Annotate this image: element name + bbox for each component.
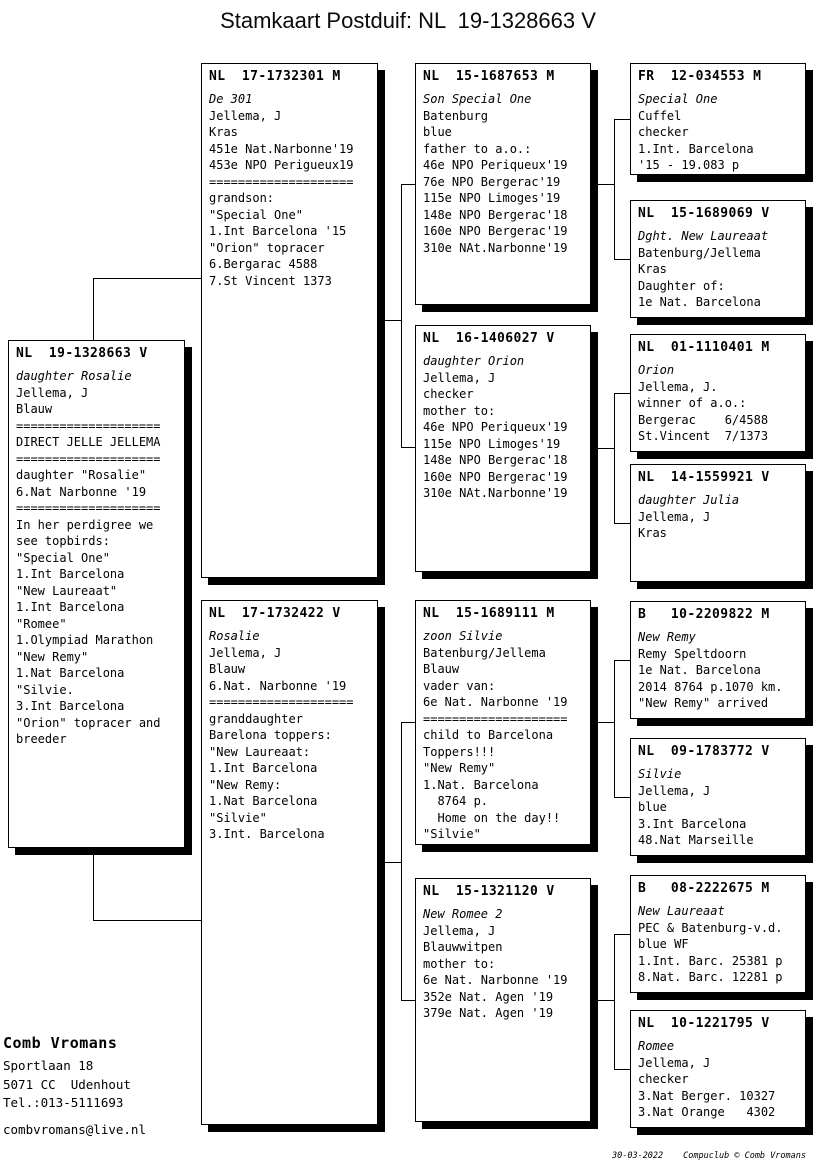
ring-number: NL 19-1328663 V (16, 346, 148, 361)
pedigree-box-dam-dam-dam: NL 10-1221795 V Romee Jellema, J checker… (630, 1010, 806, 1128)
pedigree-connector-line (614, 797, 630, 798)
pedigree-connector-line (93, 278, 201, 279)
bird-details: Jellema, J Blauwwitpen mother to: 6e Nat… (423, 923, 568, 1021)
footer-software-credit: Compuclub © Comb Vromans (683, 1151, 806, 1161)
pedigree-connector-line (591, 722, 614, 723)
bird-name: daughter Rosalie (16, 369, 132, 383)
bird-name: Son Special One (423, 92, 532, 106)
bird-name: Silvie (638, 767, 682, 781)
ring-number: NL 17-1732301 M (209, 69, 341, 84)
bird-name: New Remy (638, 630, 696, 644)
pedigree-box-dam-sire: NL 15-1689111 M zoon Silvie Batenburg/Je… (415, 600, 591, 845)
bird-details: Batenburg/Jellema Kras Daughter of: 1e N… (638, 245, 761, 310)
footer-credit-line: 30-03-2022 Compuclub © Comb Vromans (592, 1141, 806, 1171)
pedigree-box-sire-sire-dam: NL 15-1689069 V Dght. New Laureaat Baten… (630, 200, 806, 318)
pedigree-box-sire-dam: NL 16-1406027 V daughter Orion Jellema, … (415, 325, 591, 572)
ring-number: NL 09-1783772 V (638, 744, 770, 759)
pedigree-connector-line (614, 393, 630, 394)
bird-details: Jellema, J Kras 451e Nat.Narbonne'19 453… (209, 108, 354, 288)
bird-details: Jellema, J. winner of a.o.: Bergerac 6/4… (638, 379, 769, 444)
bird-details: Remy Speltdoorn 1e Nat. Barcelona 2014 8… (638, 646, 783, 711)
pedigree-connector-line (93, 848, 94, 920)
pedigree-connector-line (614, 934, 615, 1069)
pedigree-connector-line (591, 448, 614, 449)
page-title: Stamkaart Postduif: NL 19-1328663 V (220, 8, 596, 33)
bird-name: Special One (638, 92, 718, 106)
pedigree-connector-line (93, 278, 94, 340)
pedigree-connector-line (401, 184, 402, 448)
pedigree-box-dam-sire-sire: B 10-2209822 M New Remy Remy Speltdoorn … (630, 601, 806, 719)
pedigree-connector-line (591, 1000, 614, 1001)
pedigree-connector-line (614, 1069, 630, 1070)
bird-details: Jellema, J blue 3.Int Barcelona 48.Nat M… (638, 783, 754, 848)
bird-name: daughter Orion (423, 354, 525, 368)
owner-name: Comb Vromans (3, 1034, 118, 1052)
pedigree-connector-line (401, 722, 402, 1000)
ring-number: B 10-2209822 M (638, 607, 770, 622)
bird-name: zoon Silvie (423, 629, 503, 643)
ring-number: NL 17-1732422 V (209, 606, 341, 621)
pedigree-connector-line (614, 119, 630, 120)
bird-details: Batenburg blue father to a.o.: 46e NPO P… (423, 108, 568, 255)
pedigree-connector-line (614, 934, 630, 935)
bird-details: Cuffel checker 1.Int. Barcelona '15 - 19… (638, 108, 754, 173)
pedigree-connector-line (401, 447, 415, 448)
pedigree-connector-line (378, 862, 401, 863)
ring-number: NL 15-1689111 M (423, 606, 555, 621)
owner-address: Sportlaan 18 5071 CC Udenhout Tel.:013-5… (3, 1058, 131, 1110)
bird-name: De 301 (209, 92, 253, 106)
bird-name: New Romee 2 (423, 907, 503, 921)
pedigree-box-dam: NL 17-1732422 V Rosalie Jellema, J Blauw… (201, 600, 378, 1125)
pedigree-box-dam-dam-sire: B 08-2222675 M New Laureaat PEC & Batenb… (630, 875, 806, 993)
footer-date: 30-03-2022 (611, 1151, 664, 1161)
bird-details: Jellema, J Kras (638, 509, 711, 541)
pedigree-connector-line (614, 259, 630, 260)
bird-details: Jellema, J Blauw 6.Nat. Narbonne '19 ===… (209, 645, 354, 842)
ring-number: NL 15-1687653 M (423, 69, 555, 84)
pedigree-connector-line (401, 1000, 415, 1001)
ring-number: NL 15-1689069 V (638, 206, 770, 221)
pedigree-box-sire-dam-sire: NL 01-1110401 M Orion Jellema, J. winner… (630, 334, 806, 452)
bird-name: Dght. New Laureaat (638, 229, 769, 243)
pedigree-box-dam-dam: NL 15-1321120 V New Romee 2 Jellema, J B… (415, 878, 591, 1122)
bird-name: Rosalie (209, 629, 260, 643)
ring-number: NL 01-1110401 M (638, 340, 770, 355)
pedigree-connector-line (614, 660, 630, 661)
pedigree-connector-line (401, 184, 415, 185)
bird-name: Orion (638, 363, 675, 377)
pedigree-connector-line (614, 660, 615, 797)
ring-number: NL 15-1321120 V (423, 884, 555, 899)
bird-details: Jellema, J Blauw ==================== DI… (16, 385, 161, 747)
ring-number: B 08-2222675 M (638, 881, 770, 896)
pedigree-connector-line (93, 920, 201, 921)
pedigree-connector-line (614, 119, 615, 259)
bird-details: Batenburg/Jellema Blauw vader van: 6e Na… (423, 645, 568, 842)
bird-name: New Laureaat (638, 904, 725, 918)
pedigree-connector-line (401, 722, 415, 723)
ring-number: NL 14-1559921 V (638, 470, 770, 485)
pedigree-box-sire-sire: NL 15-1687653 M Son Special One Batenbur… (415, 63, 591, 305)
ring-number: NL 10-1221795 V (638, 1016, 770, 1031)
pedigree-box-subject: NL 19-1328663 V daughter Rosalie Jellema… (8, 340, 185, 848)
bird-details: Jellema, J checker 3.Nat Berger. 10327 3… (638, 1055, 776, 1120)
bird-details: PEC & Batenburg-v.d. blue WF 1.Int. Barc… (638, 920, 783, 985)
bird-name: daughter Julia (638, 493, 740, 507)
owner-email: combvromans@live.nl (3, 1122, 146, 1137)
pedigree-box-sire-dam-dam: NL 14-1559921 V daughter Julia Jellema, … (630, 464, 806, 582)
pedigree-box-sire: NL 17-1732301 M De 301 Jellema, J Kras 4… (201, 63, 378, 578)
pedigree-box-dam-sire-dam: NL 09-1783772 V Silvie Jellema, J blue 3… (630, 738, 806, 856)
pedigree-box-sire-sire-sire: FR 12-034553 M Special One Cuffel checke… (630, 63, 806, 175)
ring-number: FR 12-034553 M (638, 69, 762, 84)
bird-name: Romee (638, 1039, 675, 1053)
pedigree-connector-line (378, 320, 401, 321)
bird-details: Jellema, J checker mother to: 46e NPO Pe… (423, 370, 568, 501)
pedigree-connector-line (591, 184, 614, 185)
ring-number: NL 16-1406027 V (423, 331, 555, 346)
pedigree-connector-line (614, 393, 615, 523)
pedigree-connector-line (614, 523, 630, 524)
